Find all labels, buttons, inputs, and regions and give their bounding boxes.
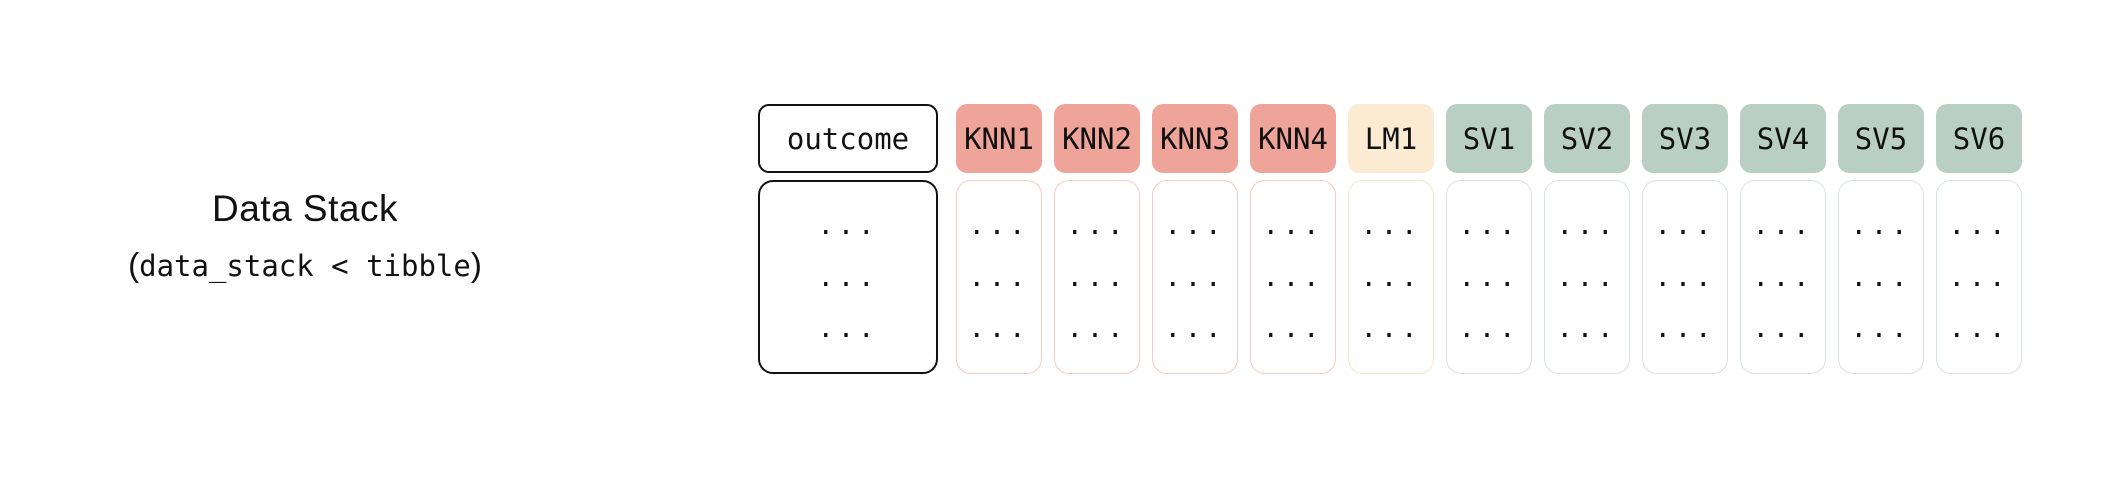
cell-ellipsis: ... [1262,209,1324,241]
model-column-header: SV4 [1740,104,1826,173]
cell-ellipsis: ... [1360,261,1422,293]
outcome-column: outcome ......... [758,104,938,374]
cell-ellipsis: ... [968,313,1030,345]
cell-ellipsis: ... [1850,313,1912,345]
cell-ellipsis: ... [1164,261,1226,293]
model-column-knn3: KNN3......... [1152,104,1238,374]
cell-ellipsis: ... [1262,313,1324,345]
cell-ellipsis: ... [1458,313,1520,345]
model-column-body: ......... [1936,180,2022,374]
cell-ellipsis: ... [1556,261,1618,293]
cell-ellipsis: ... [1752,209,1814,241]
model-column-sv1: SV1......... [1446,104,1532,374]
outcome-column-body: ......... [758,180,938,374]
cell-ellipsis: ... [1556,313,1618,345]
model-column-sv4: SV4......... [1740,104,1826,374]
model-column-header: KNN3 [1152,104,1238,173]
model-column-body: ......... [1544,180,1630,374]
cell-ellipsis: ... [1262,261,1324,293]
model-column-sv5: SV5......... [1838,104,1924,374]
model-column-body: ......... [1446,180,1532,374]
model-column-sv6: SV6......... [1936,104,2022,374]
cell-ellipsis: ... [1556,209,1618,241]
cell-ellipsis: ... [1360,313,1422,345]
cell-ellipsis: ... [1164,313,1226,345]
cell-ellipsis: ... [817,261,879,293]
cell-ellipsis: ... [1752,313,1814,345]
cell-ellipsis: ... [968,209,1030,241]
cell-ellipsis: ... [1948,261,2010,293]
figure-title: Data Stack [212,188,398,229]
model-column-sv2: SV2......... [1544,104,1630,374]
cell-ellipsis: ... [1948,313,2010,345]
figure-subtitle: (data_stack < tibble) [60,246,550,284]
model-column-knn1: KNN1......... [956,104,1042,374]
model-column-header: SV1 [1446,104,1532,173]
cell-ellipsis: ... [1458,209,1520,241]
model-column-body: ......... [956,180,1042,374]
cell-ellipsis: ... [1066,313,1128,345]
outcome-column-header: outcome [758,104,938,173]
cell-ellipsis: ... [1654,209,1716,241]
model-column-body: ......... [1250,180,1336,374]
cell-ellipsis: ... [817,312,879,344]
cell-ellipsis: ... [1948,209,2010,241]
model-column-header: SV2 [1544,104,1630,173]
subtitle-paren-open: ( [128,246,140,283]
cell-ellipsis: ... [1360,209,1422,241]
model-column-lm1: LM1......... [1348,104,1434,374]
model-column-header: KNN1 [956,104,1042,173]
cell-ellipsis: ... [968,261,1030,293]
model-column-body: ......... [1740,180,1826,374]
cell-ellipsis: ... [1458,261,1520,293]
model-columns: KNN1.........KNN2.........KNN3.........K… [956,104,2022,374]
cell-ellipsis: ... [1066,261,1128,293]
cell-ellipsis: ... [1654,313,1716,345]
cell-ellipsis: ... [817,210,879,242]
model-column-sv3: SV3......... [1642,104,1728,374]
figure-label: Data Stack (data_stack < tibble) [60,188,550,284]
model-column-body: ......... [1054,180,1140,374]
cell-ellipsis: ... [1752,261,1814,293]
cell-ellipsis: ... [1654,261,1716,293]
model-column-knn2: KNN2......... [1054,104,1140,374]
model-column-body: ......... [1838,180,1924,374]
cell-ellipsis: ... [1850,261,1912,293]
model-column-body: ......... [1642,180,1728,374]
model-column-knn4: KNN4......... [1250,104,1336,374]
cell-ellipsis: ... [1164,209,1226,241]
model-column-header: SV6 [1936,104,2022,173]
model-column-body: ......... [1348,180,1434,374]
model-column-header: SV5 [1838,104,1924,173]
cell-ellipsis: ... [1066,209,1128,241]
subtitle-paren-close: ) [470,246,482,283]
model-column-header: KNN4 [1250,104,1336,173]
model-column-header: LM1 [1348,104,1434,173]
model-column-header: SV3 [1642,104,1728,173]
model-column-body: ......... [1152,180,1238,374]
cell-ellipsis: ... [1850,209,1912,241]
subtitle-code: data_stack < tibble [139,249,471,283]
data-stack-table: outcome ......... KNN1.........KNN2.....… [758,104,2022,374]
model-column-header: KNN2 [1054,104,1140,173]
